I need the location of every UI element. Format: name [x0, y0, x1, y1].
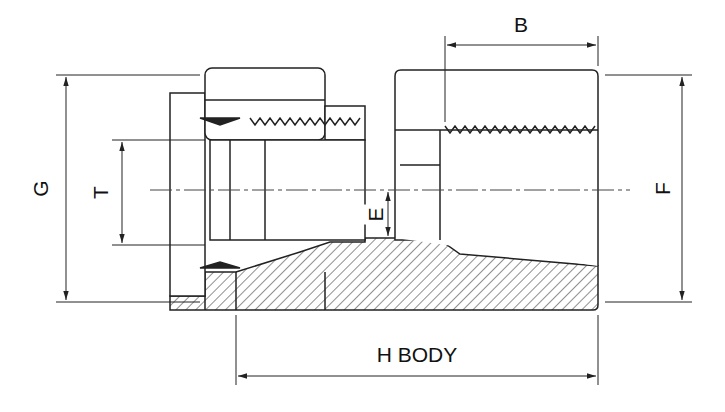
dimension-lines [56, 36, 692, 385]
dimension-label: H BODY [374, 343, 461, 366]
fitting-outline [170, 68, 598, 310]
dimension-label: G [29, 177, 52, 199]
dimension-label: E [363, 204, 386, 224]
dimension-label: B [511, 13, 531, 36]
dimension-label: F [650, 179, 673, 198]
center-line [150, 190, 630, 191]
dimension-label: T [88, 183, 111, 202]
